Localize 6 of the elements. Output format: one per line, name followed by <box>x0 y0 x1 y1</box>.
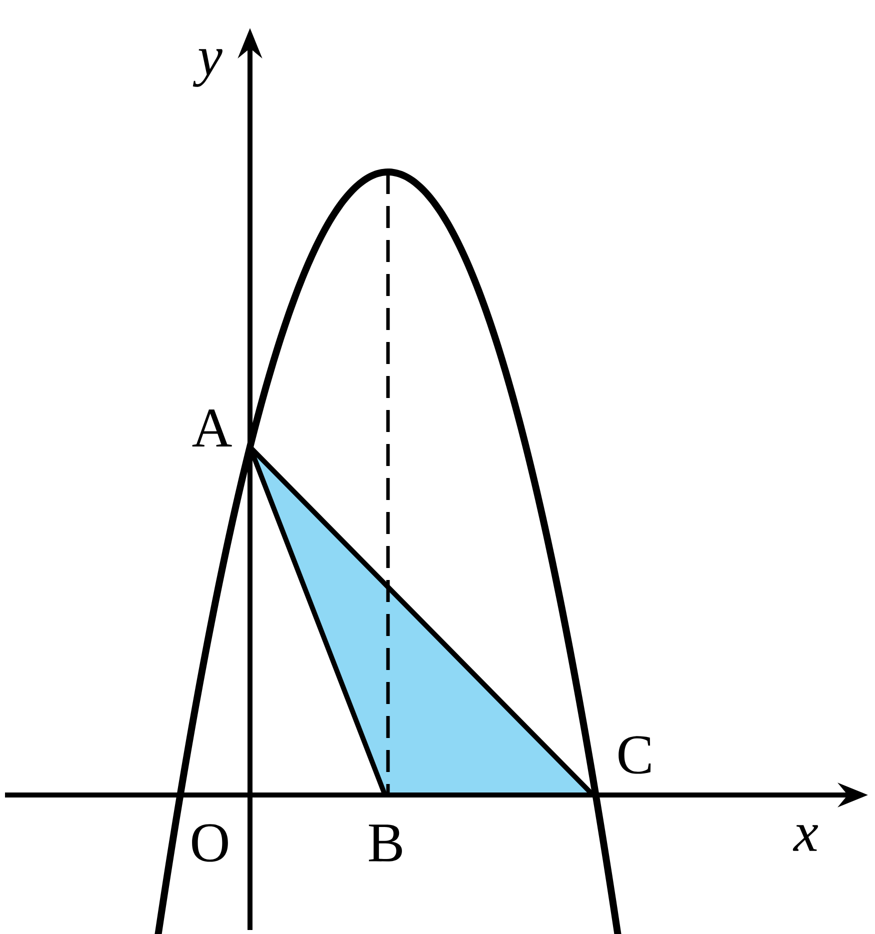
point-label: C <box>618 736 651 774</box>
point-label: B <box>368 824 402 862</box>
axis-label: y <box>192 49 222 87</box>
axis-label: x <box>792 825 818 851</box>
point-label: O <box>192 824 228 862</box>
point-label: A <box>192 410 232 446</box>
